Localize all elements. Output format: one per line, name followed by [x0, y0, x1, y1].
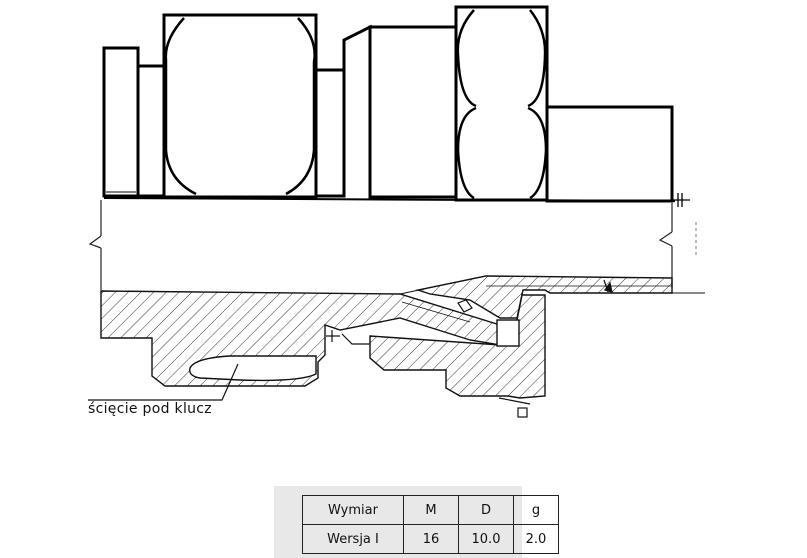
hex-nut-left [162, 13, 318, 199]
thread-mark [457, 299, 473, 313]
hex-chamfer-curves-left [164, 17, 316, 196]
dimensions-table: Wymiar M D g Wersja I 16 10.0 2.0 [302, 495, 559, 554]
table-header-cell: D [458, 495, 514, 525]
top-base-line [103, 197, 676, 202]
right-shaft [545, 105, 674, 203]
table-header-cell: M [403, 495, 459, 525]
table-header-row: Wymiar M D g [302, 495, 559, 525]
left-collar [102, 46, 140, 198]
middle-collar [342, 24, 372, 196]
table-cell: 16 [403, 524, 459, 554]
hatched-section-view [100, 275, 673, 399]
table-cell: 2.0 [513, 524, 559, 554]
table-cell: Wersja I [302, 524, 404, 554]
hex-chamfer-curves-right [456, 9, 548, 200]
callout-label: ścięcie pod klucz [88, 401, 212, 417]
section-key-chamfer [189, 355, 317, 382]
middle-body [368, 25, 458, 199]
surface-mark-symbol [672, 193, 690, 207]
callout-leader [88, 363, 239, 401]
section-insert-block [496, 319, 520, 347]
table-row: Wersja I 16 10.0 2.0 [302, 524, 559, 554]
left-shaft-step [136, 64, 166, 198]
top-elevation-view [102, 5, 676, 203]
break-lines [88, 200, 697, 290]
table-cell: 10.0 [458, 524, 514, 554]
table-header-cell: Wymiar [302, 495, 404, 525]
section-details [326, 279, 705, 418]
table-header-cell: g [513, 495, 559, 525]
middle-shaft [314, 68, 346, 198]
small-square-symbol [517, 407, 528, 418]
